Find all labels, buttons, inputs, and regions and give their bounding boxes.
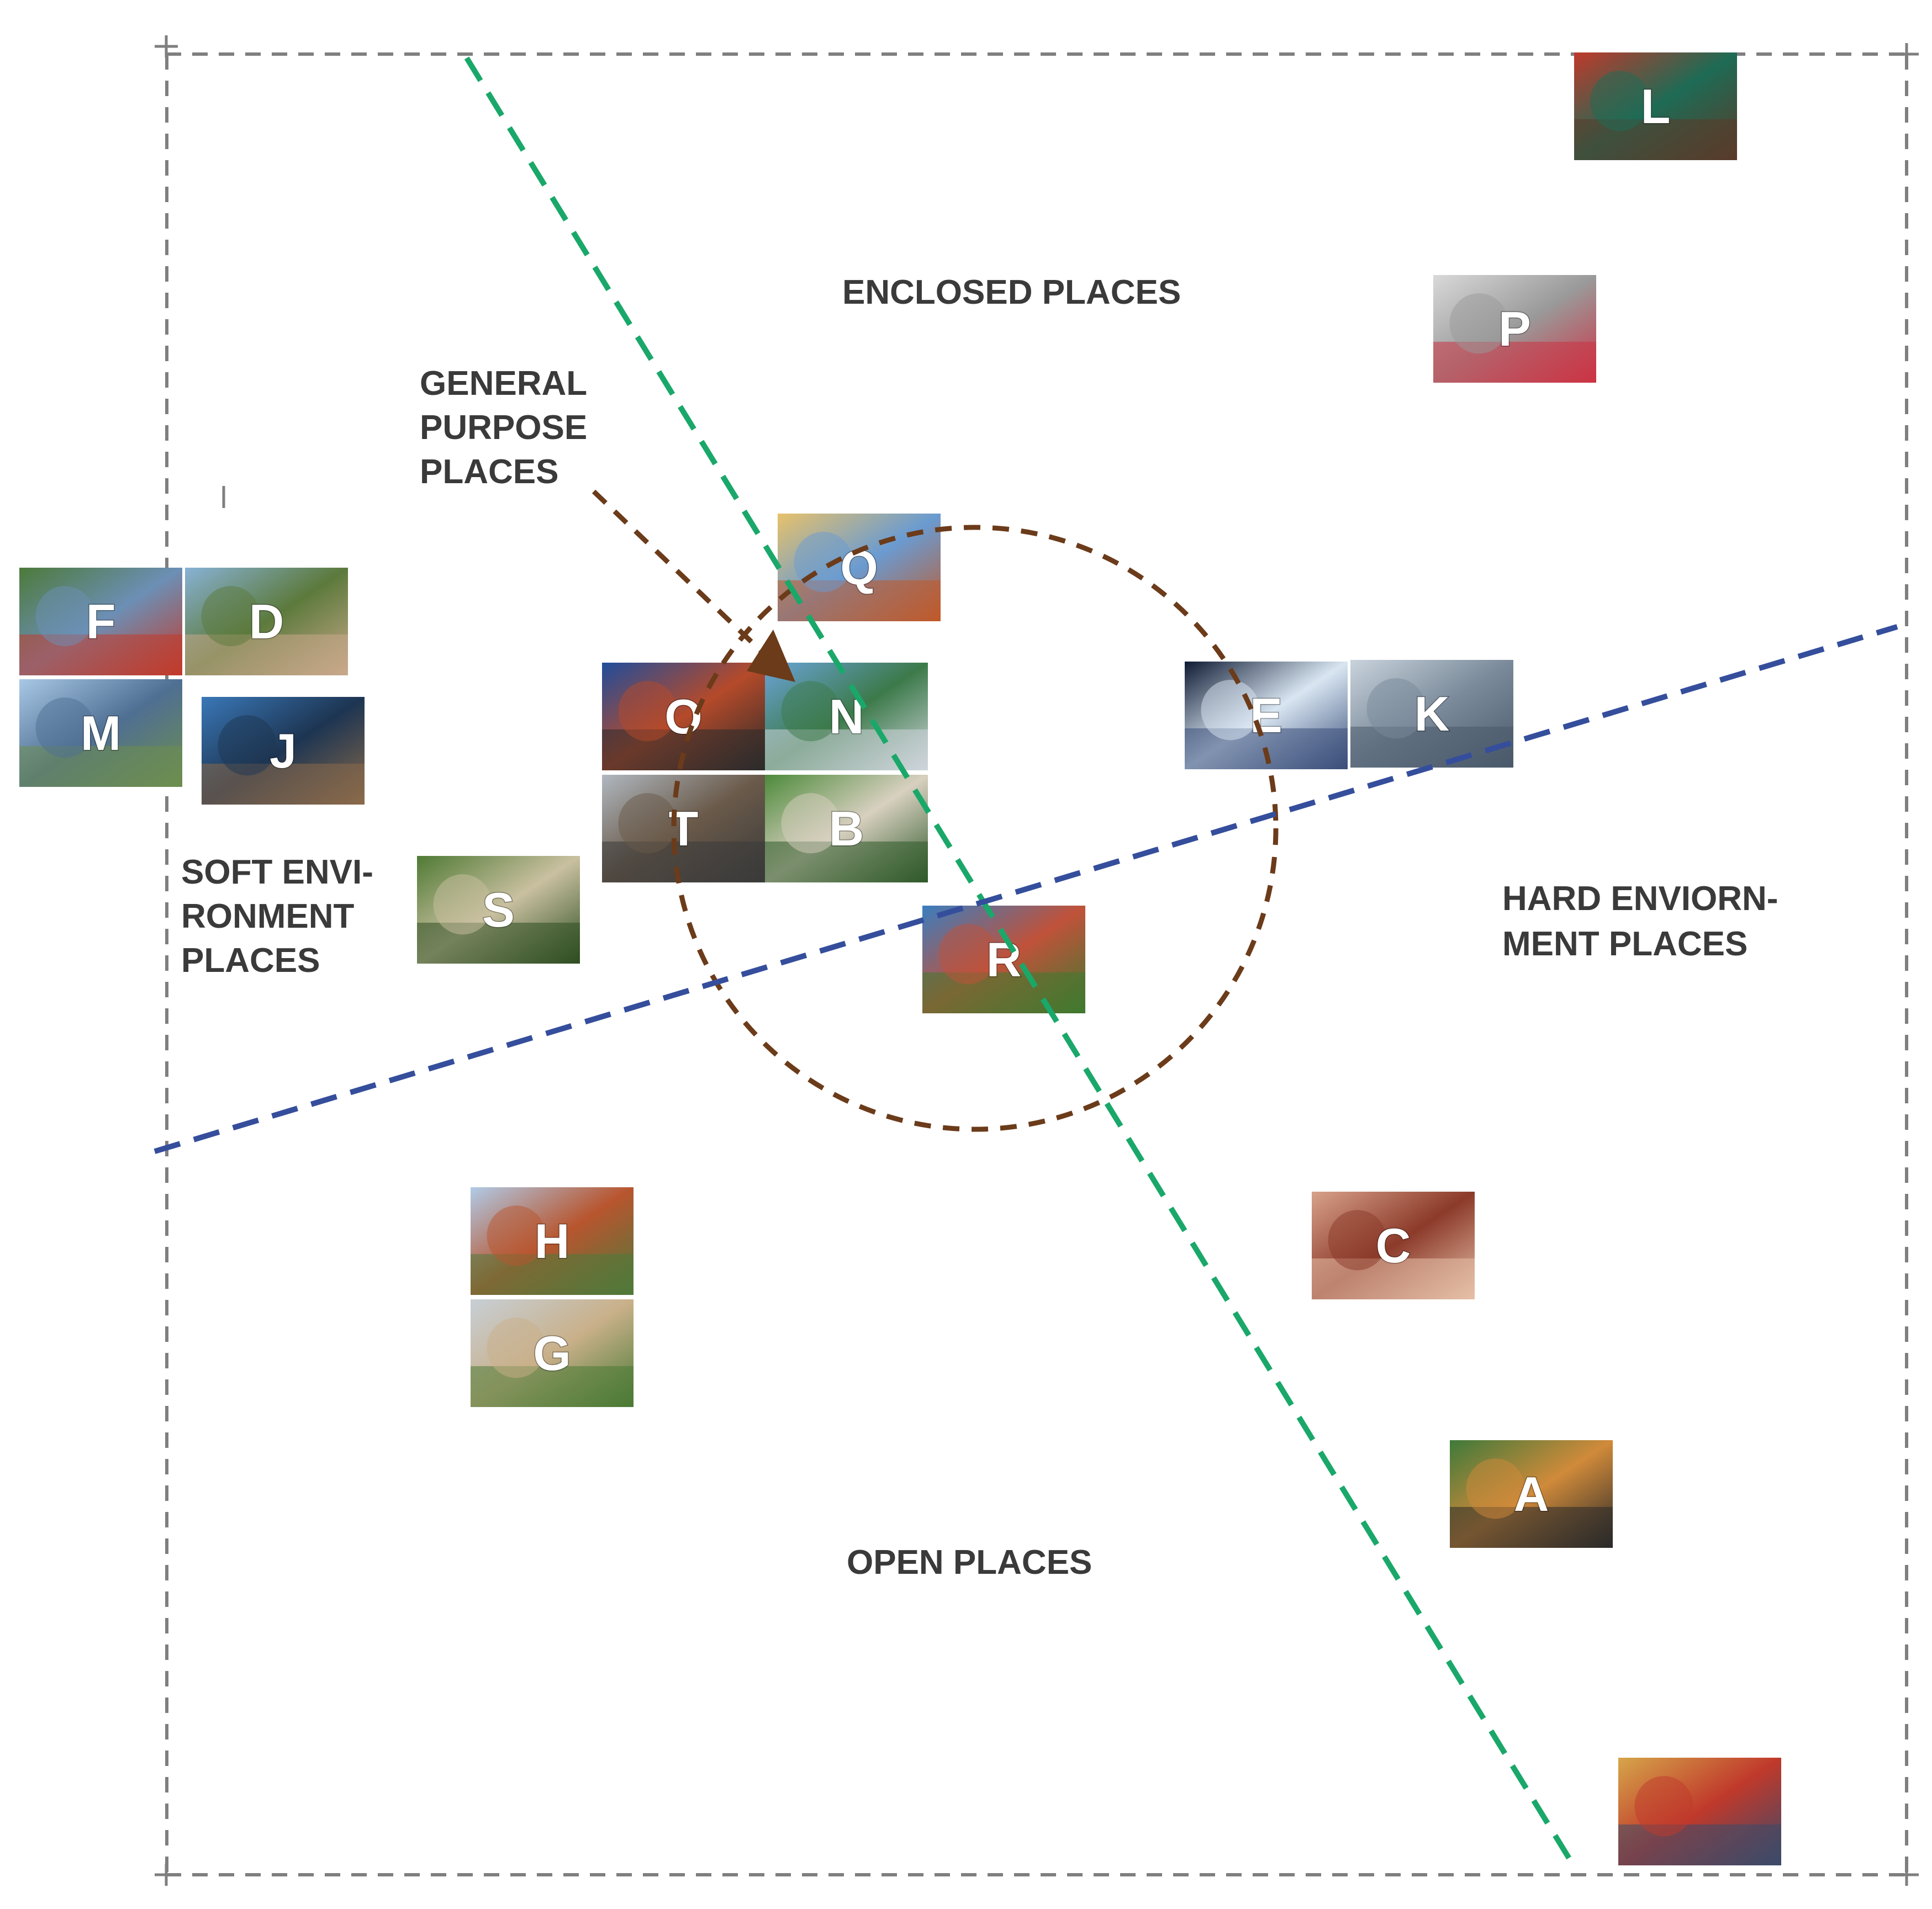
photo-tile-r: R	[922, 906, 1085, 1013]
photo-tile-l: L	[1574, 52, 1737, 160]
photo-tile-s: S	[417, 856, 580, 964]
photo-feature	[618, 793, 677, 854]
photo-tile-d: D	[185, 568, 348, 675]
label-open-line-1: OPEN PLACES	[847, 1543, 1092, 1582]
photo-tile-h: H	[471, 1187, 634, 1295]
photo-ground	[417, 922, 580, 964]
photo-letter: N	[829, 689, 864, 744]
photo-letter: B	[829, 801, 864, 856]
photo-feature	[487, 1205, 546, 1266]
label-soft-environment-places: SOFT ENVI- RONMENT PLACES	[181, 853, 383, 980]
photo-tile-a: A	[1450, 1440, 1613, 1548]
label-general-line-1: GENERAL	[420, 364, 587, 403]
label-general-line-3: PLACES	[420, 453, 558, 491]
photo-letter: P	[1498, 302, 1531, 356]
photo-feature	[433, 874, 492, 935]
photo-ground	[471, 1366, 634, 1407]
photo-letter: H	[535, 1214, 570, 1268]
photo-feature	[1590, 71, 1649, 131]
photo-tile-m: M	[19, 679, 182, 787]
photo-letter: E	[1250, 688, 1282, 743]
photo-ground	[471, 1254, 634, 1295]
photo-ground	[1350, 726, 1513, 768]
photo-letter: F	[86, 594, 116, 649]
photo-letter: R	[986, 932, 1022, 987]
photo-feature	[1634, 1776, 1693, 1837]
photo-feature	[218, 715, 277, 776]
photo-feature	[1466, 1458, 1525, 1519]
green-axis-line	[464, 56, 1577, 1868]
photo-ground	[1450, 1506, 1613, 1548]
label-soft-line-2: RONMENT	[181, 897, 355, 935]
photo-feature	[1366, 678, 1426, 739]
photo-letter: J	[270, 723, 297, 778]
photo-tile-j: J	[202, 697, 365, 805]
photo-letter: L	[1641, 79, 1671, 134]
photo-feature	[35, 697, 94, 758]
label-soft-line-3: PLACES	[181, 942, 320, 980]
photo-ground	[765, 841, 928, 882]
photo-ground	[19, 745, 182, 787]
photo-ground	[19, 634, 182, 675]
photo-ground	[1312, 1258, 1475, 1299]
photo-tile-q: Q	[778, 514, 941, 621]
photo-ground	[922, 972, 1085, 1013]
photo-tile-f: F	[19, 568, 182, 675]
label-general-line-2: PURPOSE	[420, 409, 587, 447]
photo-letter: D	[249, 594, 284, 649]
photo-tile-c: C	[1312, 1192, 1475, 1299]
photo-letter: M	[81, 706, 121, 760]
photo-tile-p: P	[1433, 275, 1596, 383]
label-hard-line-2: MENT PLACES	[1502, 925, 1748, 963]
photo-letter: K	[1414, 686, 1450, 741]
photo-ground	[1618, 1824, 1781, 1865]
photo-feature	[781, 793, 840, 854]
photo-feature	[781, 681, 840, 742]
photo-ground	[185, 634, 348, 675]
label-enclosed-line-1: ENCLOSED PLACES	[842, 273, 1181, 311]
general-purpose-arrow-shaft	[592, 489, 773, 662]
photo-tile-unlabeled	[1618, 1758, 1781, 1865]
general-purpose-arrow-head	[747, 630, 795, 682]
label-open-places: OPEN PLACES	[847, 1543, 1092, 1582]
label-hard-environment-places: HARD ENVIORN- MENT PLACES	[1502, 880, 1788, 963]
label-general-purpose-places: GENERAL PURPOSE PLACES	[420, 364, 597, 491]
photo-letter: Q	[840, 540, 878, 595]
border-frame	[165, 52, 1908, 1876]
photo-ground	[602, 729, 765, 770]
photo-feature	[1449, 293, 1508, 354]
photo-feature	[201, 586, 260, 647]
label-enclosed-places: ENCLOSED PLACES	[842, 273, 1181, 311]
photo-ground	[202, 763, 365, 805]
photo-letter: G	[533, 1326, 571, 1381]
photo-tile-g: G	[471, 1299, 634, 1407]
photo-feature	[618, 681, 677, 742]
photo-feature	[1328, 1210, 1387, 1271]
photo-tile-t: T	[602, 775, 765, 882]
photo-tile-o: O	[602, 663, 765, 770]
photo-feature	[487, 1318, 546, 1378]
photo-ground	[1574, 119, 1737, 160]
label-hard-line-1: HARD ENVIORN-	[1502, 880, 1778, 918]
photo-letter: O	[664, 689, 702, 744]
photo-feature	[938, 924, 997, 985]
blue-axis-line	[154, 624, 1898, 1154]
corner-crosses	[155, 35, 1919, 1886]
photo-letter: S	[482, 882, 515, 937]
photo-letter: A	[1514, 1467, 1549, 1521]
photo-feature	[35, 586, 94, 647]
photo-ground	[778, 580, 941, 621]
photo-ground	[1433, 341, 1596, 383]
general-purpose-arrow	[592, 489, 795, 682]
photo-ground	[602, 841, 765, 882]
label-soft-line-1: SOFT ENVI-	[181, 853, 373, 891]
photo-tile-n: N	[765, 663, 928, 770]
general-purpose-circle	[671, 525, 1279, 1132]
photo-letter: C	[1376, 1218, 1411, 1273]
photo-tile-b: B	[765, 775, 928, 882]
